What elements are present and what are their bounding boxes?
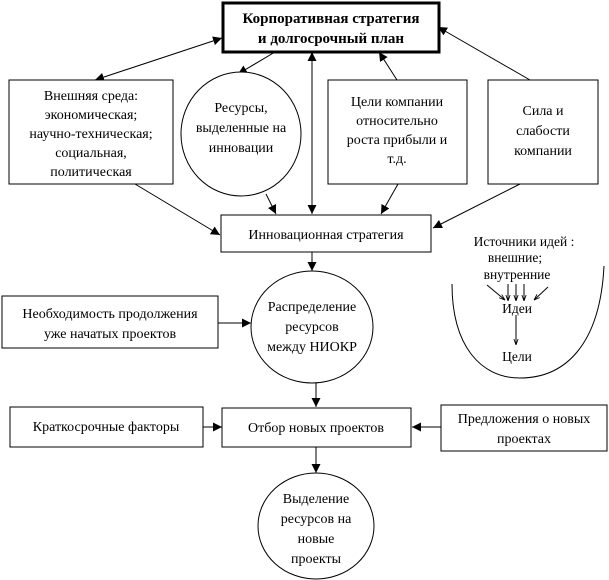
- node-ongoing-projects: Необходимость продолжения уже начатых пр…: [1, 295, 219, 349]
- innovation-resources-line-2: выделенные на: [196, 121, 287, 136]
- idea-sources-line-1: Источники идей :: [474, 234, 575, 249]
- node-corporate-strategy: Корпоративная стратегия и долгосрочный п…: [221, 1, 441, 54]
- node-innovation-resources: Ресурсы, выделенные на инновации: [180, 71, 302, 197]
- goals-label: Цели: [502, 349, 532, 364]
- idea-sources-line-2: внешние;: [488, 250, 542, 265]
- innovation-resources-line-1: Ресурсы,: [214, 101, 267, 116]
- strengths-line-2: слабости: [516, 124, 570, 139]
- ongoing-projects-line-2: уже начатых проектов: [44, 327, 177, 342]
- node-new-project-proposals: Предложения о новых проектах: [440, 404, 608, 452]
- proposals-line-2: проектах: [497, 432, 551, 447]
- innovation-resources-line-3: инновации: [209, 141, 274, 156]
- edge-external-innovation: [134, 183, 221, 236]
- node-new-project-resources: Выделение ресурсов на новые проекты: [257, 472, 375, 580]
- company-goals-line-2: относительно: [356, 114, 438, 129]
- idea-sources-bowl: [451, 265, 605, 379]
- node-project-selection: Отбор новых проектов: [221, 407, 412, 448]
- edge-strengths-corporate: [437, 26, 531, 81]
- company-goals-line-1: Цели компании: [351, 95, 444, 110]
- edge-corporate-resources: [237, 51, 276, 75]
- rnd-allocation-line-3: между НИОКР: [267, 340, 357, 355]
- edge-goals-innovation: [380, 183, 399, 215]
- external-line-2: экономическая;: [45, 108, 138, 123]
- node-strengths-weaknesses: Сила и слабости компании: [487, 79, 599, 185]
- edge-strengths-innovation: [432, 183, 521, 229]
- idea-sources-line-3: внутренние: [484, 267, 551, 282]
- edge-goals-corporate: [378, 51, 398, 81]
- external-line-5: политическая: [50, 165, 132, 180]
- node-company-goals: Цели компании относительно роста прибыли…: [327, 79, 468, 185]
- company-goals-line-3: роста прибыли и: [347, 133, 448, 148]
- edge-external-corporate: [94, 36, 223, 82]
- short-term-factors-label: Краткосрочные факторы: [33, 420, 180, 435]
- new-resources-line-1: Выделение: [283, 492, 349, 507]
- new-resources-line-3: новые: [298, 532, 335, 547]
- node-external-environment: Внешняя среда: экономическая; научно-тех…: [8, 79, 174, 185]
- ideas-label: Идеи: [502, 301, 532, 316]
- corporate-strategy-line-1: Корпоративная стратегия: [243, 11, 420, 27]
- external-line-4: социальная,: [55, 146, 127, 161]
- edge-sources-ideas-1: [486, 284, 505, 300]
- edge-sources-ideas-5: [534, 286, 549, 300]
- node-short-term-factors: Краткосрочные факторы: [9, 406, 204, 448]
- node-idea-sources: Источники идей : внешние; внутренние Иде…: [451, 234, 605, 379]
- new-resources-line-2: ресурсов на: [281, 512, 352, 527]
- project-selection-label: Отбор новых проектов: [248, 421, 384, 436]
- ongoing-projects-line-1: Необходимость продолжения: [22, 307, 198, 322]
- edges: [94, 26, 549, 473]
- external-line-3: научно-техническая;: [29, 127, 152, 142]
- proposals-line-1: Предложения о новых: [458, 412, 591, 427]
- strengths-line-1: Сила и: [522, 104, 564, 119]
- external-line-1: Внешняя среда:: [44, 89, 138, 104]
- rnd-allocation-line-2: ресурсов: [285, 320, 339, 335]
- strengths-line-3: компании: [514, 144, 572, 159]
- rnd-allocation-line-1: Распределение: [268, 300, 356, 315]
- edge-resources-innovation: [265, 193, 277, 215]
- company-goals-line-4: т.д.: [387, 152, 406, 167]
- innovation-strategy-label: Инновационная стратегия: [248, 228, 404, 243]
- new-resources-line-4: проекты: [291, 552, 342, 567]
- node-rnd-allocation: Распределение ресурсов между НИОКР: [250, 270, 374, 384]
- node-innovation-strategy: Инновационная стратегия: [220, 214, 432, 253]
- corporate-strategy-line-2: и долгосрочный план: [258, 31, 405, 47]
